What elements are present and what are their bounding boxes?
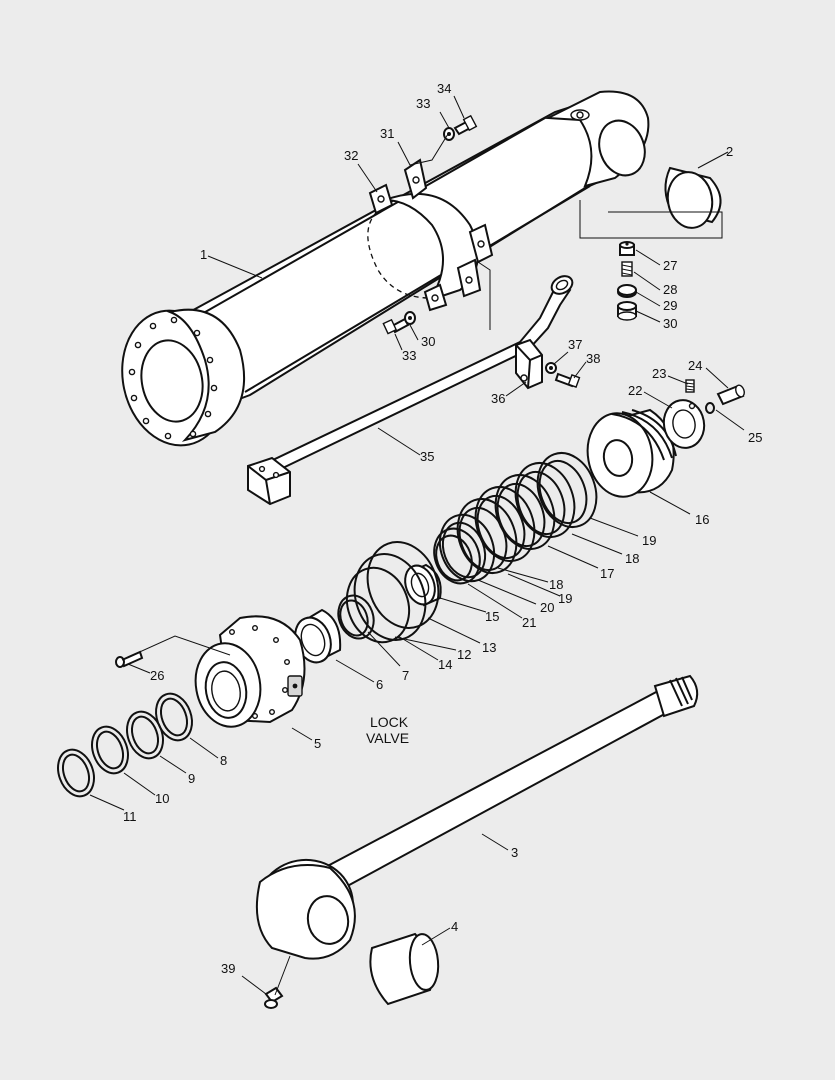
callout-11: 11 [123, 809, 137, 824]
callout-30-upper: 30 [663, 316, 677, 331]
lock-valve-note: LOCK VALVE [366, 714, 409, 746]
callout-29: 29 [663, 298, 677, 313]
callout-35: 35 [420, 449, 434, 464]
callout-9: 9 [188, 771, 195, 786]
spring-28 [621, 261, 633, 277]
callout-2: 2 [726, 144, 733, 159]
callout-34: 34 [437, 81, 451, 96]
seal-ring-15 [404, 563, 442, 607]
callout-10: 10 [155, 791, 169, 806]
callout-3: 3 [511, 845, 518, 860]
ring-10 [91, 725, 129, 775]
callout-13: 13 [482, 640, 496, 655]
leader-lines [89, 95, 745, 996]
seal-ring-12 [353, 553, 427, 641]
ring-9 [126, 710, 164, 760]
piston-16 [586, 408, 677, 498]
bushing-6 [294, 608, 342, 664]
seal-ring-13 [366, 541, 440, 629]
callout-33-lower: 33 [402, 348, 416, 363]
fitting-27 [619, 241, 635, 256]
piston-nut-22 [662, 399, 706, 449]
washer-37 [545, 362, 557, 374]
o-ring-25 [705, 402, 715, 414]
grease-fitting-39 [264, 986, 284, 1009]
bolt-33-lower [382, 317, 410, 335]
callout-26: 26 [150, 668, 164, 683]
bushing-2 [664, 166, 722, 229]
seal-ring-7 [337, 594, 375, 640]
callout-31: 31 [380, 126, 394, 141]
pipe-clamp-36 [515, 338, 543, 390]
callout-17: 17 [600, 566, 614, 581]
callout-19-lower: 19 [558, 591, 572, 606]
seal-ring-19a [536, 452, 598, 528]
callout-12: 12 [457, 647, 471, 662]
callout-32: 32 [344, 148, 358, 163]
lock-valve-label-line2: VALVE [366, 730, 409, 746]
callout-28: 28 [663, 282, 677, 297]
callout-4: 4 [451, 919, 458, 934]
callout-33-upper: 33 [416, 96, 430, 111]
callout-25: 25 [748, 430, 762, 445]
set-screw-23 [685, 379, 695, 393]
callout-39: 39 [221, 961, 235, 976]
pipe-35 [247, 275, 574, 506]
flange-bolt-holes [128, 316, 218, 440]
rod-cover-5 [194, 615, 306, 728]
callout-7: 7 [402, 668, 409, 683]
seal-ring-19b [456, 498, 518, 574]
callout-37: 37 [568, 337, 582, 352]
callout-14: 14 [438, 657, 452, 672]
callout-15: 15 [485, 609, 499, 624]
seal-ring-21 [433, 527, 481, 585]
lock-valve-label-line1: LOCK [370, 714, 409, 730]
callout-30-lower: 30 [421, 334, 435, 349]
bushing-4 [369, 932, 440, 1006]
clamp-bracket-upper [368, 158, 494, 264]
callout-24: 24 [688, 358, 702, 373]
callout-1: 1 [200, 247, 207, 262]
seal-ring-14 [345, 566, 411, 644]
callout-22: 22 [628, 383, 642, 398]
pin-24 [716, 384, 745, 406]
callout-18-lower: 18 [549, 577, 563, 592]
callout-6: 6 [376, 677, 383, 692]
callout-16: 16 [695, 512, 709, 527]
callout-18-upper: 18 [625, 551, 639, 566]
ring-11 [57, 748, 95, 798]
plug-30 [617, 301, 637, 321]
clamp-bracket-lower [423, 258, 482, 312]
callout-27: 27 [663, 258, 677, 273]
washer-30-lower [404, 311, 416, 325]
callout-38: 38 [586, 351, 600, 366]
callout-36: 36 [491, 391, 505, 406]
callout-5: 5 [314, 736, 321, 751]
bolt-34 [453, 114, 478, 136]
piston-rod-3 [255, 674, 699, 960]
callout-23: 23 [652, 366, 666, 381]
callout-19-upper: 19 [642, 533, 656, 548]
cylinder-tube [121, 90, 650, 447]
bolt-38 [554, 372, 581, 388]
ring-29 [617, 284, 637, 298]
callout-labels: 1 2 3 4 5 6 7 8 9 10 11 12 13 14 15 16 1… [123, 81, 762, 976]
callout-8: 8 [220, 753, 227, 768]
callout-20: 20 [540, 600, 554, 615]
callout-21: 21 [522, 615, 536, 630]
